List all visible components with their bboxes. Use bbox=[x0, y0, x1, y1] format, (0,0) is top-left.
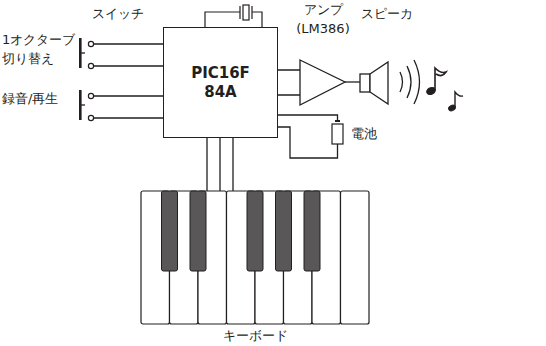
keyboard-node: キーボード bbox=[140, 190, 370, 346]
node-text: スピーカ bbox=[356, 4, 418, 23]
microcontroller-box: PIC16F 84A bbox=[163, 27, 278, 138]
switch-label: スイッチ bbox=[92, 4, 144, 23]
text-holder: 電池 bbox=[351, 124, 377, 143]
wire bbox=[93, 44, 163, 66]
text-holder: 1オクターブ 切り替え bbox=[2, 30, 76, 68]
text-holder: スピーカ bbox=[356, 4, 418, 23]
switch-node: 1オクターブ 切り替え bbox=[2, 30, 102, 72]
node-text: キーボード bbox=[140, 326, 370, 345]
node-text: 1オクターブ 切り替え bbox=[2, 30, 76, 68]
sound-waves bbox=[400, 60, 420, 104]
wire bbox=[207, 138, 233, 191]
wire bbox=[345, 82, 360, 83]
text-holder: アンプ (LM386) bbox=[290, 0, 356, 38]
wire bbox=[278, 70, 300, 95]
node-text: 電池 bbox=[351, 124, 377, 143]
wire bbox=[93, 96, 163, 118]
wire bbox=[278, 115, 338, 158]
switch-node: 録音/再生 bbox=[2, 82, 102, 124]
node-text: 録音/再生 bbox=[2, 89, 76, 108]
text-holder: PIC16F 84A bbox=[164, 28, 277, 137]
node-text: PIC16F 84A bbox=[186, 64, 256, 102]
speaker-node: スピーカ bbox=[356, 4, 418, 106]
music-notes bbox=[426, 68, 463, 112]
text-holder: 録音/再生 bbox=[2, 89, 76, 108]
keyboard-keys bbox=[140, 190, 370, 346]
node-text: アンプ (LM386) bbox=[290, 0, 356, 38]
battery-node: 電池 bbox=[329, 118, 389, 150]
crystal-symbol bbox=[205, 5, 262, 27]
amplifier-triangle: アンプ (LM386) bbox=[290, 0, 356, 108]
text-holder: キーボード bbox=[140, 326, 370, 345]
